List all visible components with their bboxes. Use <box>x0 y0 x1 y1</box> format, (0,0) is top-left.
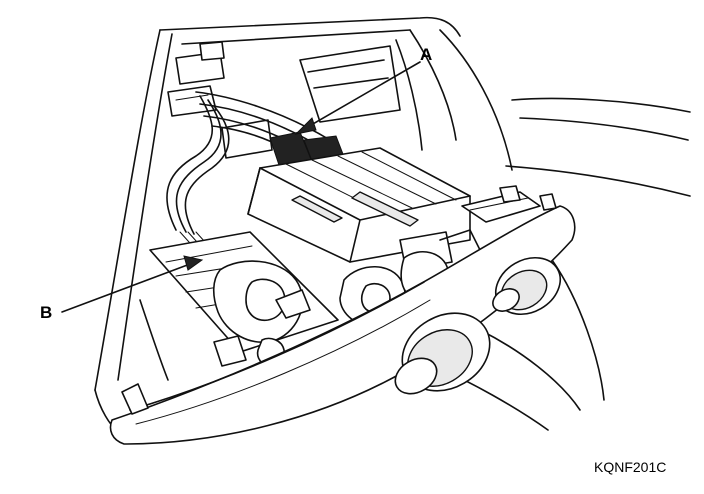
leader-line-b <box>61 255 204 313</box>
callout-label-a: A <box>420 45 432 64</box>
knob-left <box>394 312 491 395</box>
figure-code: KQNF201C <box>594 459 666 475</box>
callout-label-b: B <box>40 303 52 322</box>
leader-line-a <box>294 61 421 135</box>
front-bezel <box>109 193 576 445</box>
control-module-body <box>247 147 471 271</box>
dashboard-outline <box>94 16 691 433</box>
knob-right <box>492 256 561 316</box>
